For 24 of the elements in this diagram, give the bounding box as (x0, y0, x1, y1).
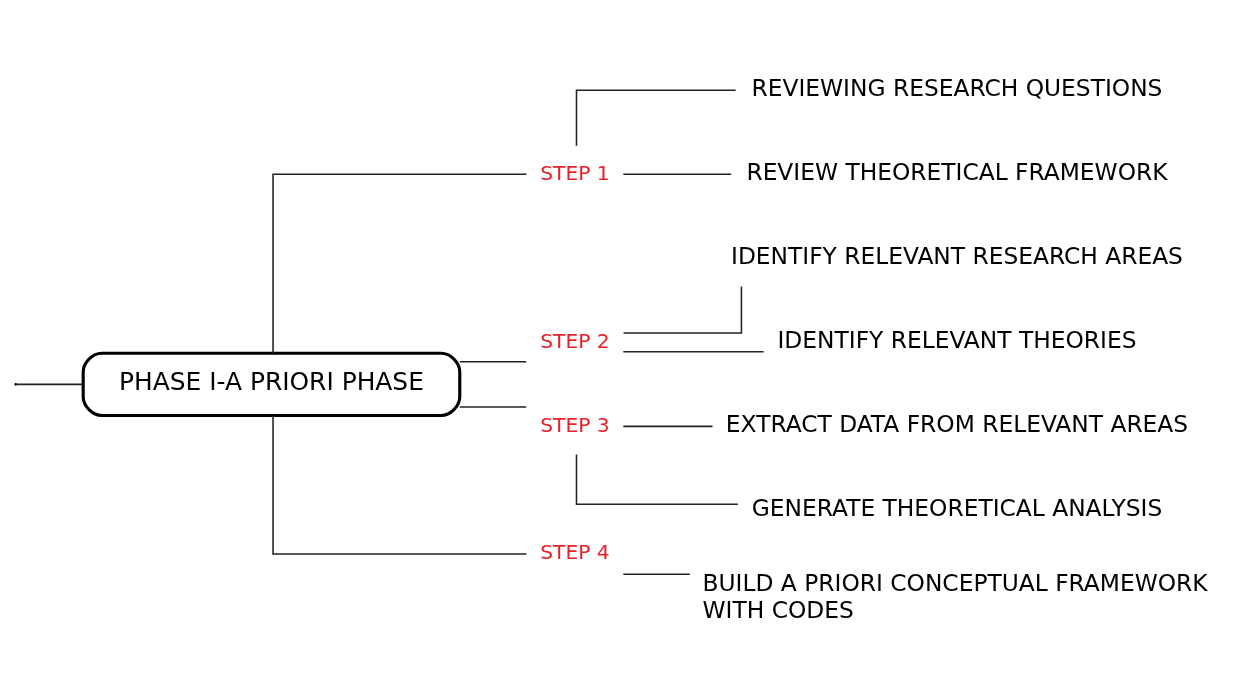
connector (575, 453, 739, 505)
node-text: IDENTIFY RELEVANT RESEARCH AREAS (731, 241, 1183, 270)
node-text: BUILD A PRIORI CONCEPTUAL FRAMEWORK WITH CODES (702, 568, 1208, 624)
node-text: IDENTIFY RELEVANT THEORIES (777, 325, 1137, 354)
connector (272, 173, 528, 354)
connector (575, 88, 737, 147)
node-text: STEP 2 (540, 328, 610, 353)
node-text: STEP 3 (540, 412, 610, 437)
node-text: EXTRACT DATA FROM RELEVANT AREAS (725, 409, 1189, 438)
node-box: PHASE I-A PRIORI PHASE (81, 351, 462, 417)
node-text: GENERATE THEORETICAL ANALYSIS (751, 493, 1163, 522)
connector (272, 414, 528, 555)
connector (15, 383, 84, 385)
connector (459, 405, 528, 408)
node-text: STEP 1 (540, 160, 610, 185)
connector (622, 572, 691, 575)
node-text: STEP 4 (540, 539, 610, 564)
connector (459, 360, 528, 363)
connector (622, 285, 743, 334)
connector (622, 173, 732, 175)
connector (622, 425, 714, 427)
node-text: REVIEW THEORETICAL FRAMEWORK (746, 157, 1168, 186)
node-text: REVIEWING RESEARCH QUESTIONS (751, 73, 1163, 102)
connector (622, 350, 765, 352)
